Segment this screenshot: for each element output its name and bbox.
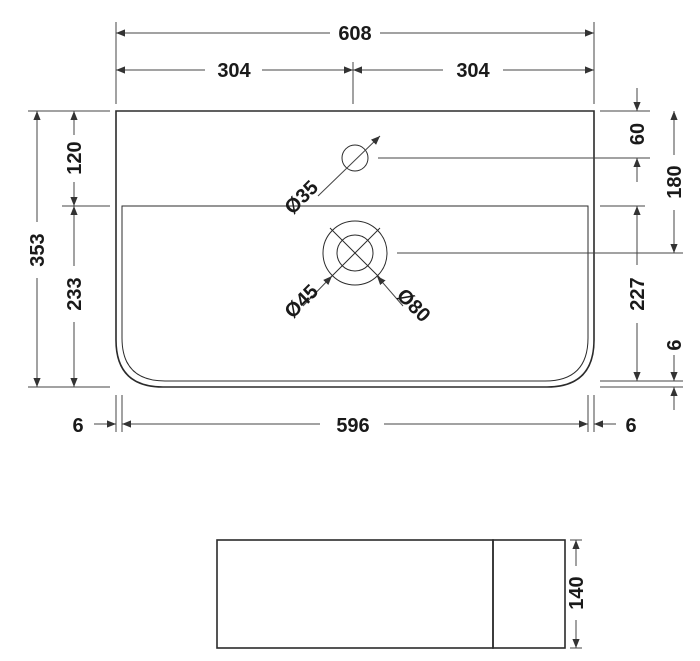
dimension-right-lower: 227 6 [600, 205, 686, 410]
label-227: 227 [627, 277, 649, 310]
dimension-overall-width: 608 [115, 22, 595, 104]
label-233: 233 [64, 277, 86, 310]
basin-top-view [115, 110, 595, 388]
dimension-overall-depth: 353 [27, 110, 110, 388]
label-304-left: 304 [217, 60, 251, 82]
basin-side-view: 140 [216, 539, 588, 649]
label-140: 140 [566, 576, 588, 609]
label-120: 120 [64, 141, 86, 174]
label-596: 596 [336, 415, 369, 437]
waste-outer-circle [322, 220, 388, 286]
label-6-right-vertical: 6 [664, 339, 686, 350]
dimension-inner-width: 6 596 6 [72, 395, 637, 437]
waste-inner-circle [336, 234, 374, 272]
label-6-left: 6 [72, 415, 83, 437]
label-353: 353 [27, 233, 49, 266]
basin-inner-outline [121, 205, 589, 382]
label-180: 180 [664, 165, 686, 198]
side-view-outline [216, 539, 494, 649]
basin-outer-outline [115, 110, 595, 388]
side-view-end-panel [492, 539, 566, 649]
label-608: 608 [338, 23, 371, 45]
label-tap-hole-diameter: Ø35 [281, 177, 323, 219]
diameter-callouts: Ø35 Ø45 Ø80 [281, 135, 434, 327]
label-6-right: 6 [625, 415, 636, 437]
tap-hole [341, 144, 369, 172]
dimension-right-upper: 60 180 [378, 88, 686, 254]
label-waste-outer-diameter: Ø80 [392, 285, 434, 327]
label-waste-inner-diameter: Ø45 [281, 281, 323, 323]
dimension-back-and-bowl: 120 233 [62, 111, 110, 387]
label-60: 60 [627, 123, 649, 145]
label-304-right: 304 [456, 60, 490, 82]
dimension-half-widths: 304 304 [116, 60, 594, 104]
